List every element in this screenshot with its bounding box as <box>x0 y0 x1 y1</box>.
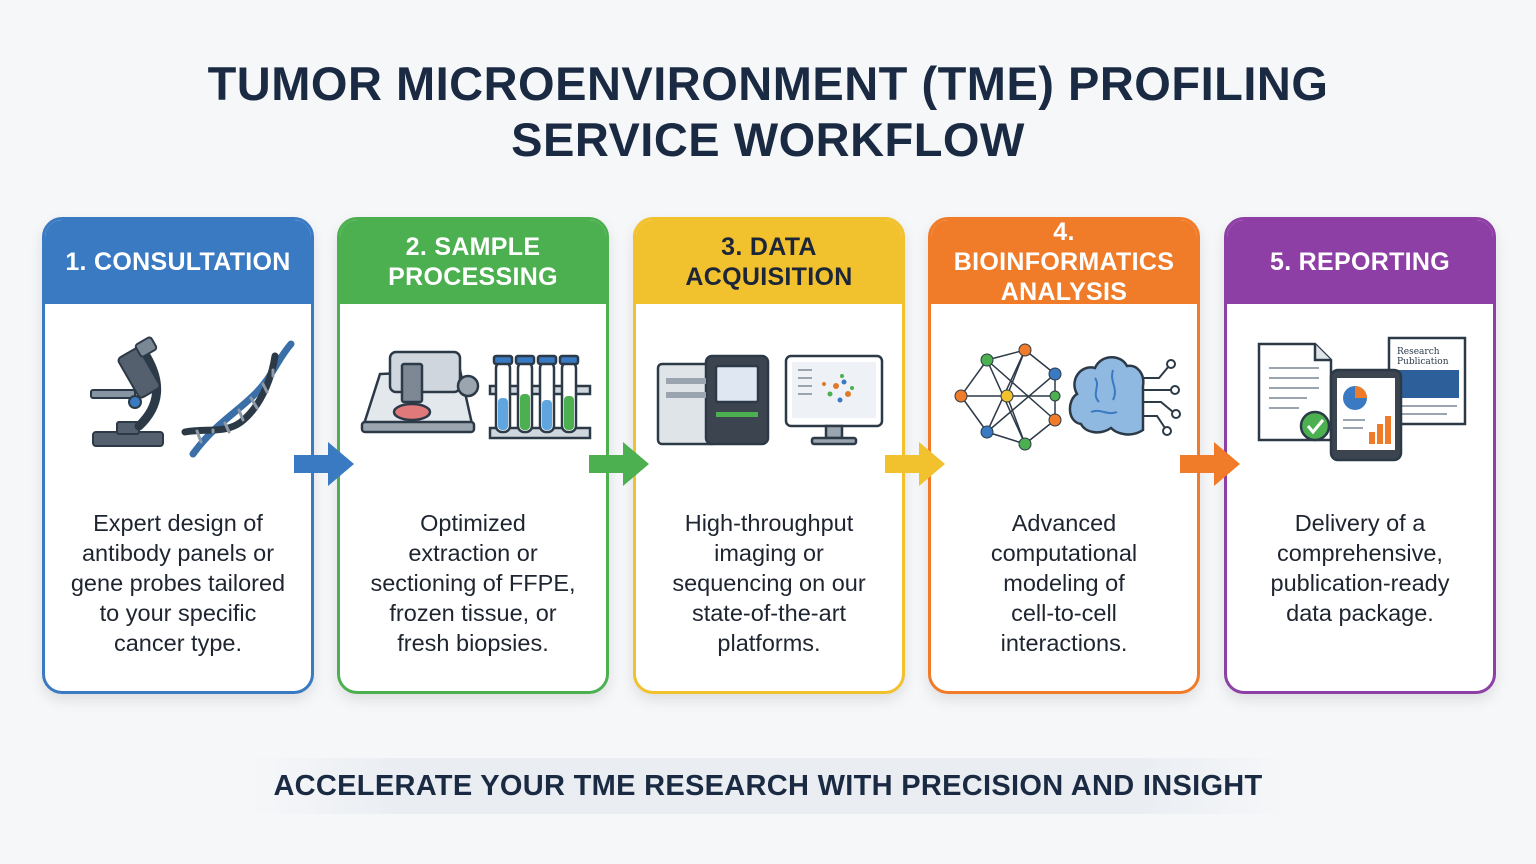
publication-label: Research <box>1397 347 1440 357</box>
step-card-bioinformatics-analysis: 4. BIOINFORMATICS ANALYSIS <box>928 217 1200 694</box>
step-icons: Research Publication <box>1227 304 1493 482</box>
computer-monitor-icon <box>784 354 884 446</box>
arrow-right-icon <box>885 442 945 486</box>
publication-label: Publication <box>1397 357 1449 367</box>
step-card-reporting: 5. REPORTING Research Pub <box>1224 217 1496 694</box>
step-title: 1. CONSULTATION <box>65 248 291 276</box>
step-description: Advanced computational modeling of cell-… <box>990 510 1138 656</box>
step-description: Delivery of a comprehensive, publication… <box>1270 510 1450 626</box>
step-card-data-acquisition: 3. DATA ACQUISITION <box>633 217 905 694</box>
step-title: 5. REPORTING <box>1269 248 1451 276</box>
step-icons <box>931 304 1197 482</box>
step-header: 2. SAMPLE PROCESSING <box>340 220 606 304</box>
title-line-2: SERVICE WORKFLOW <box>511 113 1025 166</box>
arrow-right-icon <box>589 442 649 486</box>
step-description: Expert design of antibody panels or gene… <box>70 510 286 656</box>
microtome-icon <box>360 350 480 434</box>
microscope-icon <box>90 336 164 447</box>
arrow-right-icon <box>1180 442 1240 486</box>
step-title: 3. DATA ACQUISITION <box>685 233 853 291</box>
footer-band <box>250 758 1286 814</box>
arrow-right-icon <box>294 442 354 486</box>
step-icons <box>45 304 311 482</box>
svg-text:Research: Research <box>1397 347 1440 357</box>
step-header: 5. REPORTING <box>1227 220 1493 304</box>
step-title: 2. SAMPLE PROCESSING <box>388 233 558 291</box>
sequencer-icon <box>656 354 770 446</box>
step-icons <box>636 304 902 482</box>
step-header: 3. DATA ACQUISITION <box>636 220 902 304</box>
dna-helix-icon <box>181 340 295 458</box>
step-card-consultation: 1. CONSULTATION <box>42 217 314 694</box>
footer-tagline: ACCELERATE YOUR TME RESEARCH WITH PRECIS… <box>273 770 1263 802</box>
step-icons <box>340 304 606 482</box>
step-title: 4. BIOINFORMATICS ANALYSIS <box>953 218 1175 306</box>
network-graph-icon <box>954 343 1062 451</box>
step-card-sample-processing: 2. SAMPLE PROCESSING <box>337 217 609 694</box>
digital-brain-icon <box>1068 356 1181 436</box>
title-line-1: TUMOR MICROENVIRONMENT (TME) PROFILING <box>207 57 1329 110</box>
step-header: 4. BIOINFORMATICS ANALYSIS <box>931 218 1197 306</box>
page-title: TUMOR MICROENVIRONMENT (TME) PROFILING S… <box>0 56 1536 168</box>
step-header: 1. CONSULTATION <box>45 220 311 304</box>
step-description: Optimized extraction or sectioning of FF… <box>370 510 576 656</box>
test-tubes-icon <box>488 354 592 440</box>
tablet-chart-icon <box>1329 368 1403 462</box>
step-description: High-throughput imaging or sequencing on… <box>672 510 866 656</box>
report-document-icon <box>1257 342 1333 442</box>
svg-text:Publication: Publication <box>1397 357 1449 367</box>
